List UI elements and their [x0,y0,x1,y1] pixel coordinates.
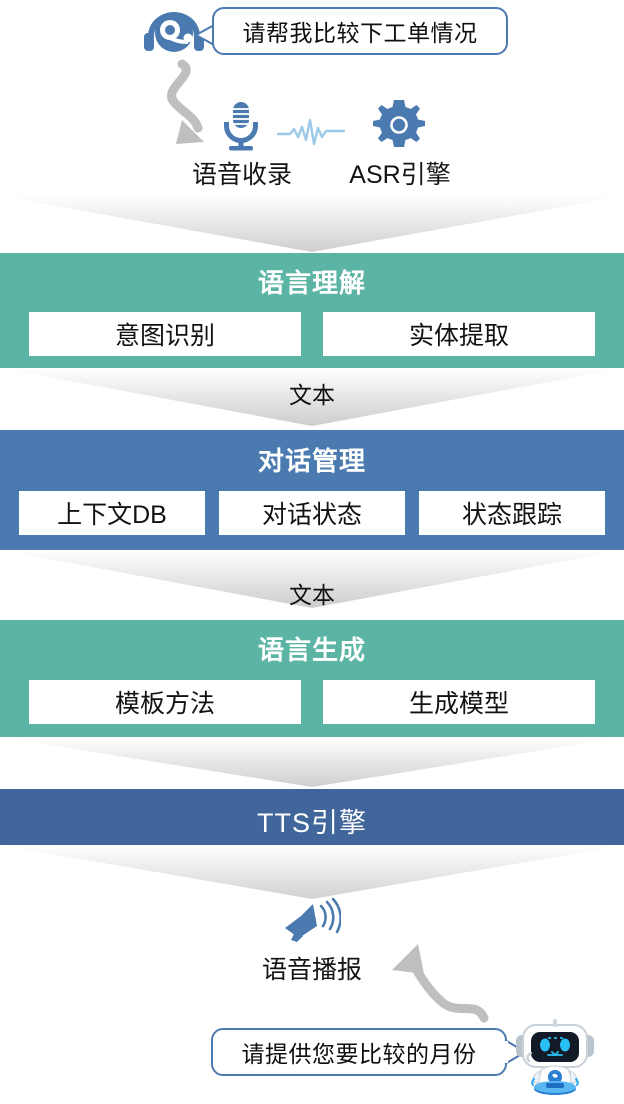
stage-tts-engine: TTS引擎 [0,789,624,845]
microphone-icon [216,100,266,152]
user-speech-bubble: 请帮我比较下工单情况 [212,7,508,55]
audio-waveform-icon [276,116,346,148]
stage-language-generation: 语言生成 模板方法 生成模型 [0,620,624,737]
voice-broadcast-label: 语音播报 [261,956,362,984]
stage-box-entity-extraction[interactable]: 实体提取 [323,312,595,356]
bot-speech-bubble: 请提供您要比较的月份 [211,1028,507,1076]
flow-chevron-text-1 [0,368,624,428]
flow-chevron-to-tts [0,737,624,789]
user-message-text: 请帮我比较下工单情况 [242,20,478,46]
flow-chevron-top [0,196,624,254]
stage-box-dialogue-state[interactable]: 对话状态 [219,491,405,535]
stage-dialogue-management: 对话管理 上下文DB 对话状态 状态跟踪 [0,430,624,550]
robot-assistant-icon [512,1013,598,1099]
stage-title: 对话管理 [257,446,366,476]
flow-chevron-text-2 [0,550,624,610]
capture-label: 语音收录 [191,161,292,189]
headset-operator-icon [138,6,210,60]
stage-box-context-db[interactable]: 上下文DB [19,491,205,535]
stage-title: TTS引擎 [257,808,367,838]
bot-message-text: 请提供您要比较的月份 [241,1041,477,1067]
stage-title: 语言生成 [257,635,366,665]
curved-down-arrow-icon [152,58,236,148]
connector-label-text-2: 文本 [289,582,335,608]
stage-box-intent-recognition[interactable]: 意图识别 [29,312,301,356]
stage-box-state-tracking[interactable]: 状态跟踪 [419,491,605,535]
stage-box-generation-model[interactable]: 生成模型 [323,680,595,724]
speaker-announce-icon [283,897,342,942]
stage-title: 语言理解 [257,268,366,298]
gear-icon [372,98,426,152]
curved-up-arrow-icon [372,940,490,1026]
asr-engine-label: ASR引擎 [349,161,451,189]
stage-box-template-method[interactable]: 模板方法 [29,680,301,724]
stage-language-understanding: 语言理解 意图识别 实体提取 [0,253,624,368]
flow-chevron-to-output [0,845,624,901]
connector-label-text-1: 文本 [289,382,335,408]
